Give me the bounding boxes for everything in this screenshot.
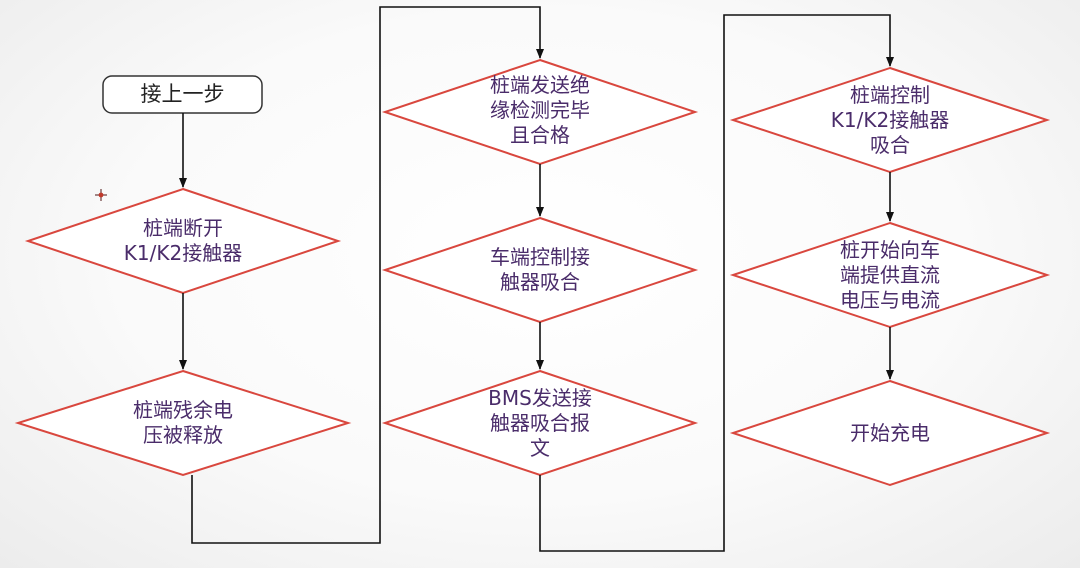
node-label-n1: 桩端断开 K1/K2接触器 <box>123 216 243 265</box>
node-label-n4: 车端控制接 触器吸合 <box>490 245 590 294</box>
node-label-n2: 桩端残余电 压被释放 <box>133 398 233 447</box>
node-label-n5: BMS发送接 触器吸合报 文 <box>488 385 592 460</box>
edge-n5-n6 <box>539 14 894 552</box>
diamond-n2 <box>14 369 352 477</box>
cursor-icon <box>95 189 107 201</box>
node-label-n7: 桩开始向车 端提供直流 电压与电流 <box>840 237 940 312</box>
node-label-n8: 开始充电 <box>850 420 930 445</box>
node-label-start: 接上一步 <box>140 82 225 106</box>
diamond-n8 <box>729 379 1051 487</box>
edge-n2-n3 <box>191 6 544 544</box>
node-label-n3: 桩端发送绝 缘检测完毕 且合格 <box>490 72 590 147</box>
node-label-n6: 桩端控制 K1/K2接触器 吸合 <box>830 82 950 157</box>
